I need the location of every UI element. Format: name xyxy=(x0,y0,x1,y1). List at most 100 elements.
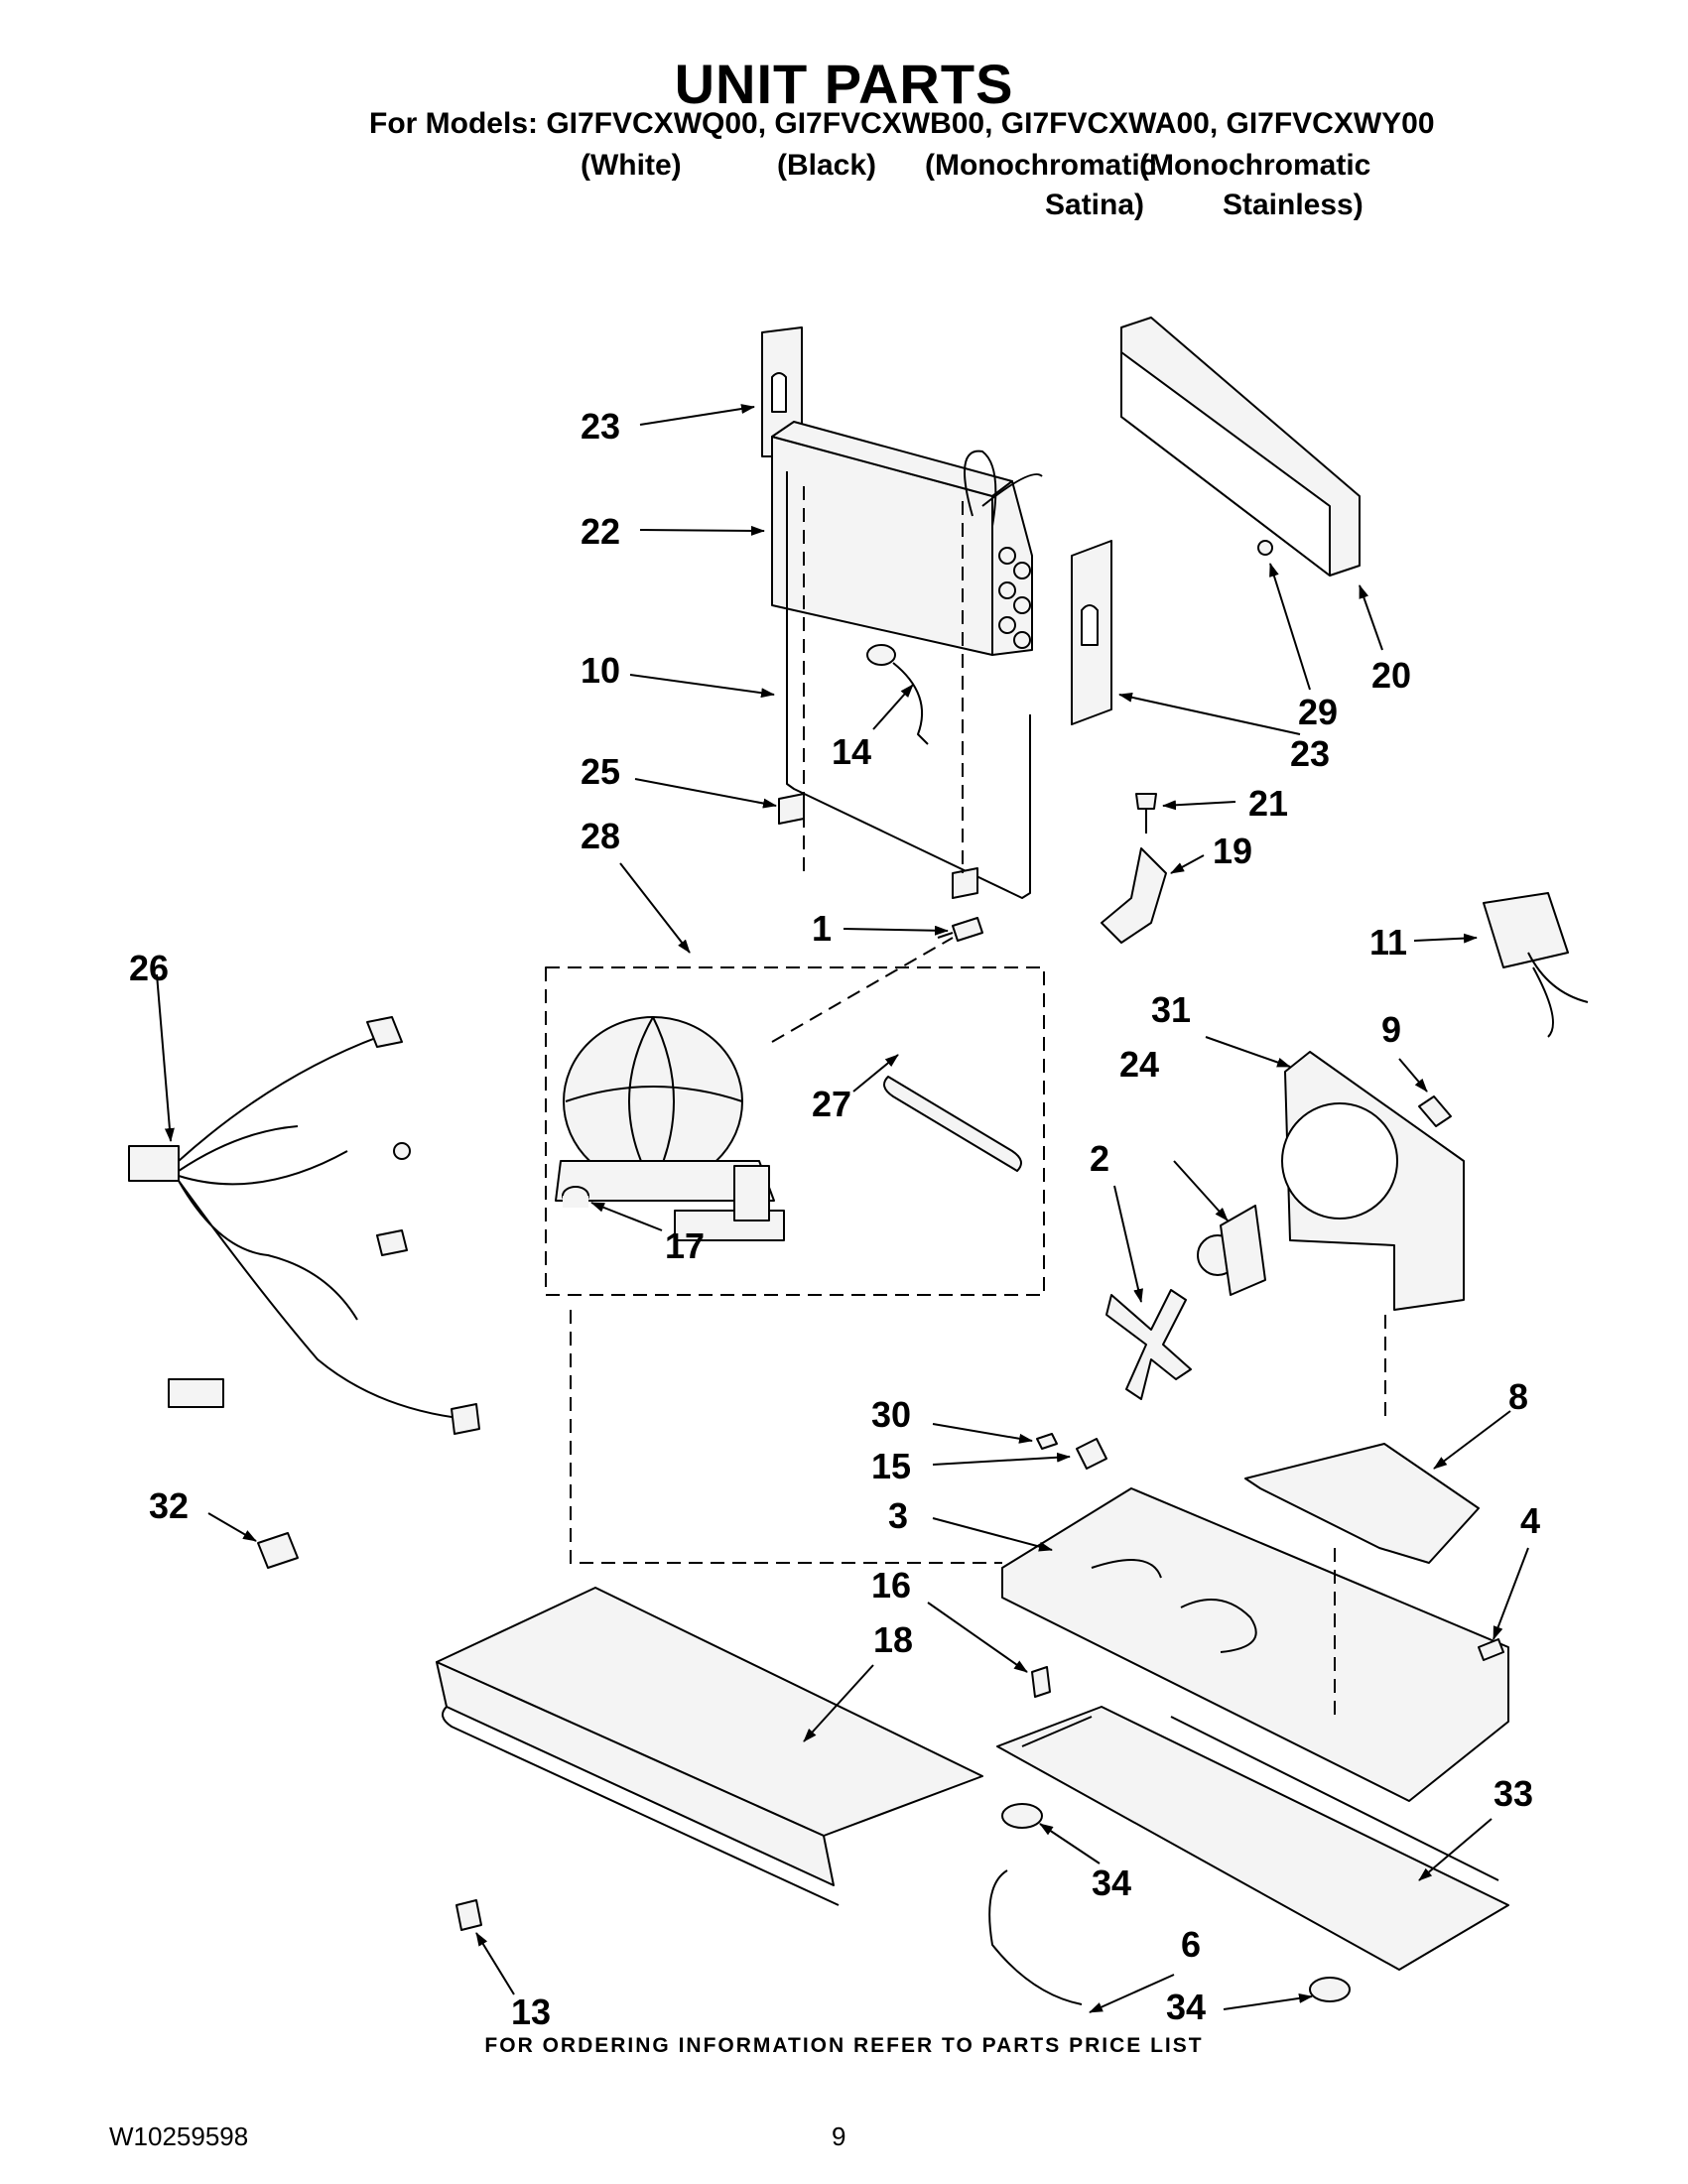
connector-compressor-base xyxy=(570,1310,1002,1564)
callout-18: 18 xyxy=(873,1619,913,1660)
leader-21 xyxy=(1162,800,1236,811)
leader-1 xyxy=(843,925,949,936)
connector-tube xyxy=(771,937,954,1043)
callout-33: 33 xyxy=(1493,1773,1533,1814)
callout-15: 15 xyxy=(871,1446,911,1486)
callout-19: 19 xyxy=(1213,831,1252,871)
leader-25 xyxy=(634,778,777,809)
heater-clip-25 xyxy=(778,793,805,825)
leader-19 xyxy=(1170,854,1205,874)
leader-20 xyxy=(1359,584,1383,651)
page-number: 9 xyxy=(832,2121,846,2151)
leader-29 xyxy=(1269,563,1311,691)
models-line: For Models: GI7FVCXWQ00, GI7FVCXWB00, GI… xyxy=(369,107,1435,140)
wire-harness xyxy=(178,1031,467,1420)
drain-pan xyxy=(996,1706,1509,1971)
callout-34b: 34 xyxy=(1166,1987,1206,2027)
leader-3 xyxy=(932,1517,1053,1552)
callout-31: 31 xyxy=(1151,989,1191,1030)
screw-9 xyxy=(1418,1095,1452,1127)
compressor-assembly-box xyxy=(545,966,1045,1296)
condenser-clip xyxy=(455,1899,482,1931)
leader-9 xyxy=(1398,1058,1428,1092)
leader-17 xyxy=(590,1202,663,1231)
callout-3: 3 xyxy=(888,1495,908,1536)
leader-15 xyxy=(932,1452,1071,1466)
callout-28: 28 xyxy=(581,816,620,856)
screw-21 xyxy=(1135,793,1157,810)
leader-23b xyxy=(1118,692,1301,735)
ordering-note: FOR ORDERING INFORMATION REFER TO PARTS … xyxy=(484,2034,1204,2057)
leader-10 xyxy=(629,674,775,699)
leader-18 xyxy=(803,1664,874,1742)
callout-23a: 23 xyxy=(581,406,620,447)
leader-26 xyxy=(156,973,175,1142)
leader-11 xyxy=(1413,933,1478,944)
drier xyxy=(883,1076,1022,1172)
callout-4: 4 xyxy=(1520,1500,1540,1541)
leader-4 xyxy=(1493,1547,1529,1640)
pin-30 xyxy=(1036,1433,1058,1450)
leader-31 xyxy=(1205,1036,1291,1068)
finish-black: (Black) xyxy=(777,149,877,182)
defrost-heater xyxy=(786,471,1031,899)
start-device xyxy=(1483,892,1569,968)
leader-33 xyxy=(1418,1818,1493,1881)
screw-1 xyxy=(952,917,983,942)
page-title: UNIT PARTS xyxy=(674,53,1014,115)
callout-9: 9 xyxy=(1381,1009,1401,1050)
callout-10: 10 xyxy=(581,650,620,691)
grommet-15 xyxy=(1076,1438,1107,1470)
wire-harness-connector xyxy=(128,1145,180,1182)
leader-23a xyxy=(639,404,755,426)
callout-6: 6 xyxy=(1181,1924,1201,1965)
callout-24: 24 xyxy=(1119,1044,1159,1085)
leader-16 xyxy=(927,1602,1028,1673)
compressor-base xyxy=(1001,1487,1509,1802)
leader-34a xyxy=(1039,1823,1101,1864)
callout-20: 20 xyxy=(1371,655,1411,696)
callout-16: 16 xyxy=(871,1565,911,1606)
finish-mono-stainless-1: (Monochromatic xyxy=(1139,149,1371,182)
callout-27: 27 xyxy=(812,1084,851,1124)
defrost-thermostat xyxy=(866,644,896,666)
leader-27 xyxy=(852,1054,899,1092)
callout-2: 2 xyxy=(1090,1138,1109,1179)
callout-30: 30 xyxy=(871,1394,911,1435)
clip-19 xyxy=(1101,847,1167,944)
callout-14: 14 xyxy=(832,731,871,772)
callout-34a: 34 xyxy=(1092,1863,1131,1903)
leader-32 xyxy=(207,1512,257,1542)
wire-6 xyxy=(988,1869,1083,2005)
leader-2 xyxy=(1113,1185,1143,1303)
callout-22: 22 xyxy=(581,511,620,552)
callout-23b: 23 xyxy=(1290,733,1330,774)
leader-28 xyxy=(619,862,691,954)
callout-25: 25 xyxy=(581,751,620,792)
finish-mono-satina-2: Satina) xyxy=(1045,189,1145,221)
callout-1: 1 xyxy=(812,908,832,949)
callout-26: 26 xyxy=(129,948,169,988)
fan-blade xyxy=(1105,1289,1192,1400)
document-number: W10259598 xyxy=(109,2121,249,2151)
leader-34b xyxy=(1223,1992,1313,2010)
finish-mono-satina-1: (Monochromatic xyxy=(925,149,1157,182)
foot-34 xyxy=(1001,1803,1043,1829)
leader-6 xyxy=(1089,1974,1175,2013)
leader-13 xyxy=(475,1932,515,1995)
leader-30 xyxy=(932,1423,1033,1444)
compressor-base-cover xyxy=(1244,1443,1480,1564)
callout-21: 21 xyxy=(1248,783,1288,824)
leader-8 xyxy=(1433,1410,1511,1470)
plug-32 xyxy=(257,1532,299,1569)
screw-4 xyxy=(1478,1638,1504,1661)
callout-8: 8 xyxy=(1508,1376,1528,1417)
leader-24 xyxy=(1173,1160,1229,1221)
callout-13: 13 xyxy=(511,1991,551,2032)
callout-32: 32 xyxy=(149,1485,189,1526)
leader-22 xyxy=(639,525,765,536)
callout-29: 29 xyxy=(1298,692,1338,732)
callout-11: 11 xyxy=(1369,922,1407,963)
leader-14 xyxy=(872,684,914,730)
